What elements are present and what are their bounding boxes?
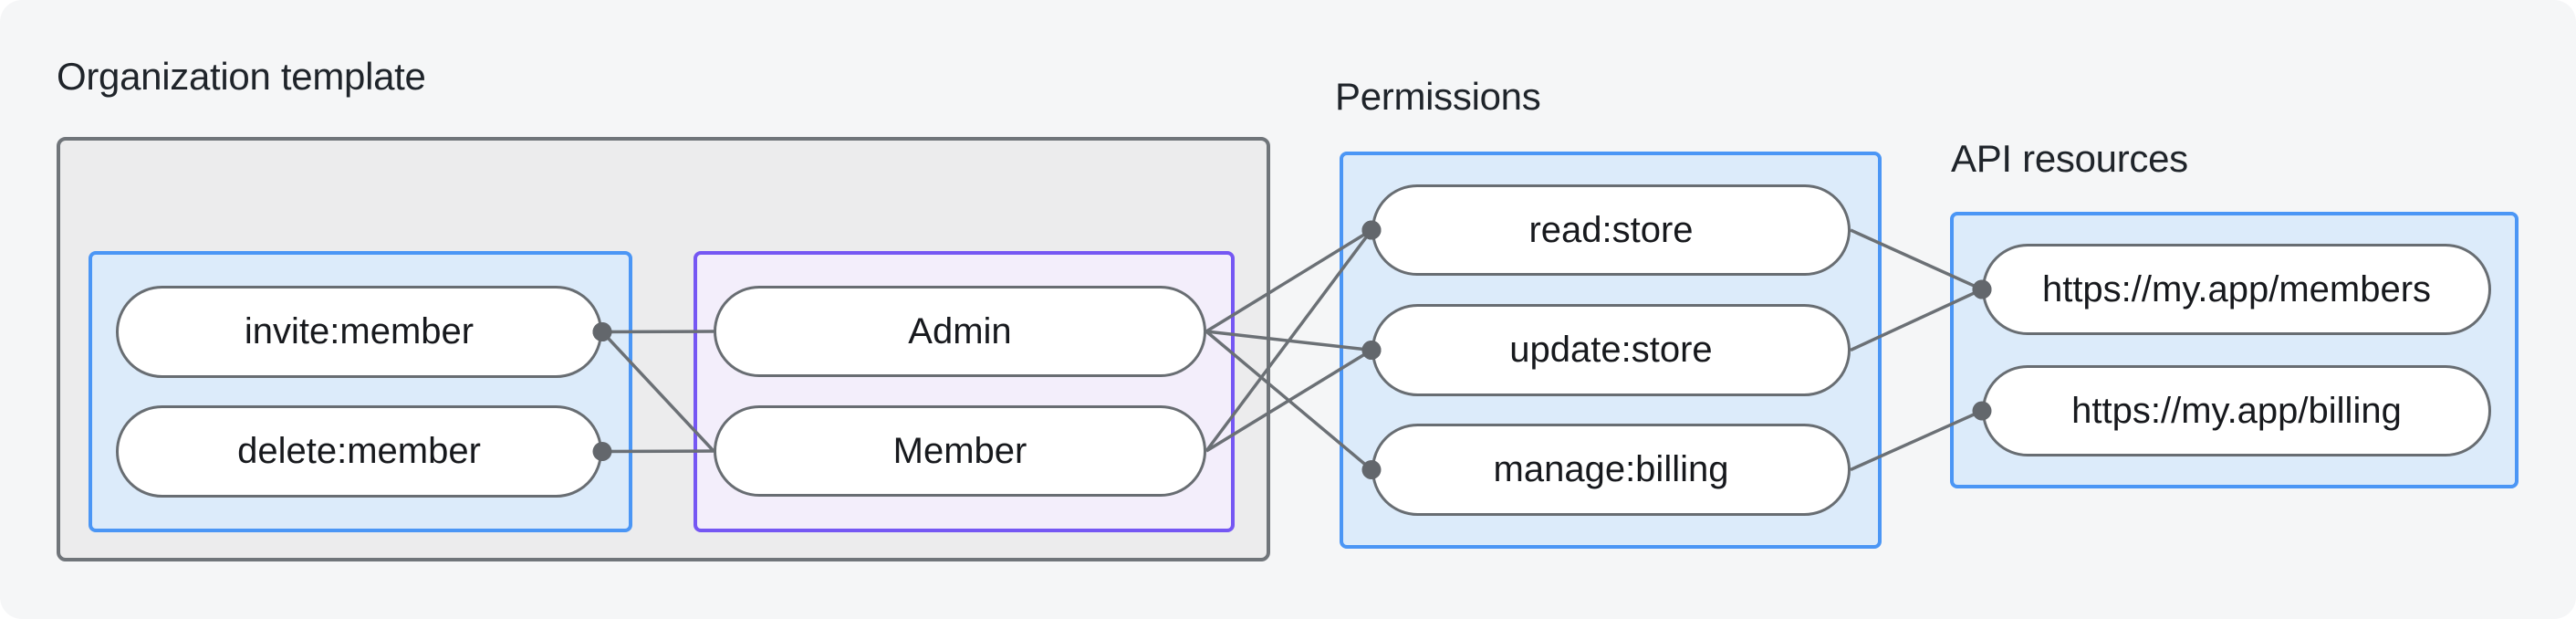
pill-update-store: update:store	[1371, 304, 1851, 396]
pill-manage-billing: manage:billing	[1371, 424, 1851, 516]
pill-delete-member: delete:member	[116, 405, 602, 498]
pill-read-store: read:store	[1371, 184, 1851, 276]
permissions-title: Permissions	[1335, 75, 1541, 118]
api-resources-title: API resources	[1951, 137, 2188, 180]
pill-api-billing-url: https://my.app/billing	[1982, 365, 2491, 456]
pill-admin-role: Admin	[714, 286, 1206, 377]
pill-invite-member: invite:member	[116, 286, 602, 378]
org-template-title: Organization template	[57, 55, 426, 98]
pill-api-members-url: https://my.app/members	[1982, 244, 2491, 335]
pill-member-role: Member	[714, 405, 1206, 497]
